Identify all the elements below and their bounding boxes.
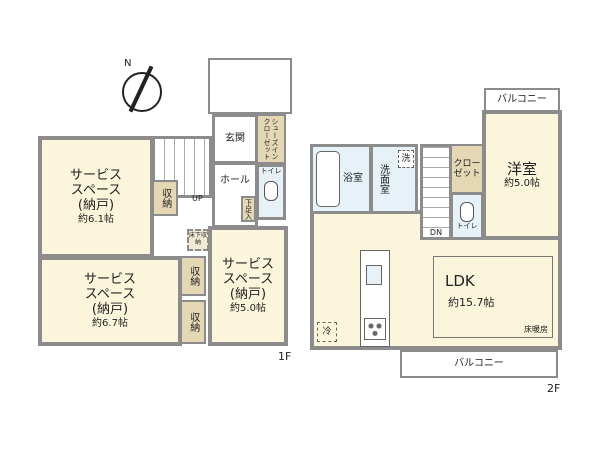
toilet-1f: トイレ <box>256 164 286 220</box>
floor-label-2f: 2F <box>547 382 561 395</box>
washer: 洗 <box>398 150 414 168</box>
entrance: 玄関 <box>212 114 258 164</box>
balcony-bottom: バルコニー <box>400 350 558 378</box>
bathtub-icon <box>316 151 340 207</box>
toilet-2f: トイレ <box>450 192 484 240</box>
floor-heating-area <box>433 256 553 338</box>
closet: クローゼット <box>450 144 484 194</box>
porch <box>208 58 292 114</box>
stove-icon <box>364 318 386 340</box>
balcony-top: バルコニー <box>484 88 560 112</box>
fridge: 冷 <box>317 322 337 342</box>
storage-1: 収納 <box>152 180 178 216</box>
hall: ホール <box>212 162 258 228</box>
underfloor-storage: 床下収納 <box>187 229 209 251</box>
shoe-box: 下足入 <box>241 196 256 222</box>
compass-north: N <box>124 58 132 69</box>
service-space-1: サービススペース(納戸)約6.1帖 <box>38 136 154 258</box>
storage-3: 収納 <box>180 300 206 344</box>
floor-label-1f: 1F <box>278 350 292 363</box>
sink-icon <box>366 265 382 285</box>
western-room: 洋室約5.0帖 <box>482 110 562 240</box>
storage-2: 収納 <box>180 256 206 296</box>
service-space-2: サービススペース(納戸)約6.7帖 <box>38 256 182 346</box>
floor-heating-label: 床暖房 <box>524 325 548 334</box>
ldk-label: LDK <box>445 272 475 290</box>
toilet-icon <box>264 181 278 202</box>
stairs-2f: DN <box>420 144 452 240</box>
service-space-3: サービススペース(納戸)約5.0帖 <box>208 226 288 346</box>
up-label: UP <box>192 194 203 203</box>
ldk-size: 約15.7帖 <box>448 296 495 309</box>
toilet-icon <box>460 201 474 222</box>
shoe-closet: シューズインクローゼット <box>256 114 286 164</box>
compass <box>122 72 162 112</box>
